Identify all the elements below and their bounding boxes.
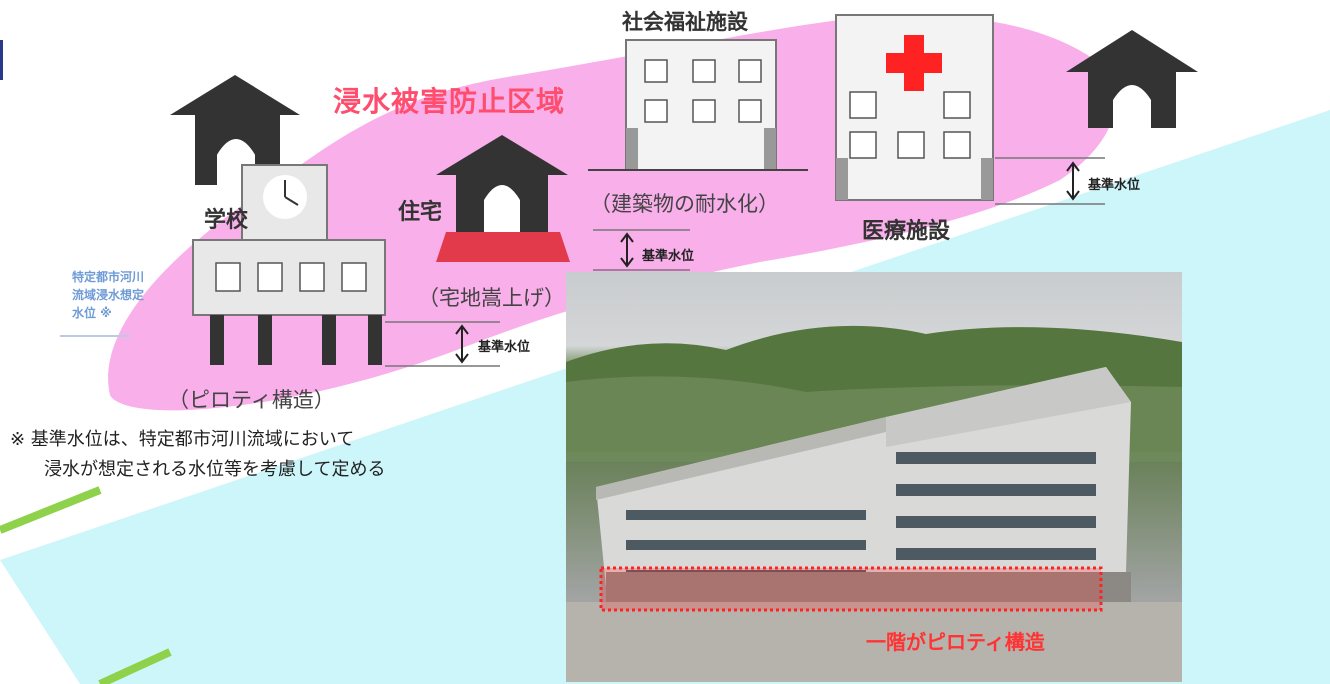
green-line [0, 486, 102, 534]
label-school: 学校 [204, 208, 249, 233]
label-reference-level: 基準水位 [642, 249, 695, 264]
label-land-raise: （宅地嵩上げ） [418, 286, 565, 310]
label-housing: 住宅 [398, 200, 443, 225]
photo-caption: 一階がピロティ構造 [866, 630, 1045, 654]
label-flood-zone: 浸水被害防止区域 [333, 85, 566, 118]
red-cross-icon [886, 35, 942, 91]
photo-illustration [566, 325, 1182, 682]
school-photo [566, 272, 1182, 682]
clock-icon [263, 175, 307, 219]
edge-bar [0, 40, 3, 80]
label-piloti: （ピロティ構造） [168, 388, 335, 412]
footnote-line: ※ 基準水位は、特定都市河川流域において [10, 429, 355, 450]
blue-note-line: 特定都市河川 [72, 270, 145, 284]
label-reference-level: 基準水位 [478, 340, 531, 355]
footnote-line: 浸水が想定される水位等を考慮して定める [44, 459, 386, 480]
raised-ground [436, 232, 570, 262]
green-line [98, 648, 172, 684]
label-social-welfare: 社会福祉施設 [622, 10, 748, 34]
house-icon [436, 135, 568, 232]
up-down-arrow-icon [1066, 161, 1080, 201]
label-building-waterproof: （建築物の耐水化） [590, 192, 779, 216]
up-down-arrow-icon [620, 232, 634, 268]
label-reference-level: 基準水位 [1088, 178, 1141, 193]
up-down-arrow-icon [455, 324, 469, 364]
house-icon [1066, 30, 1198, 128]
blue-note-line: 流域浸水想定 [72, 288, 145, 302]
label-medical: 医療施設 [862, 219, 951, 244]
blue-note-line: 水位 ※ [72, 306, 112, 320]
